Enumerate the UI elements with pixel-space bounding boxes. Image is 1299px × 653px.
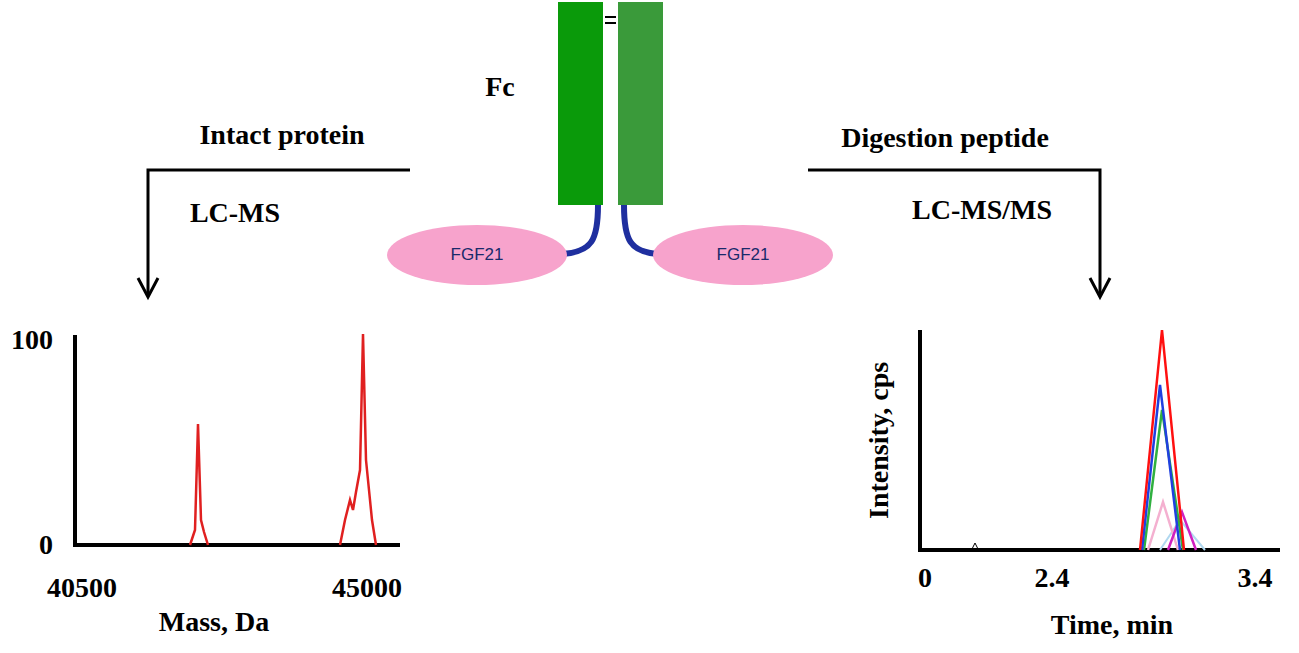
chromatogram-trace bbox=[1148, 502, 1178, 550]
text-label: 2.4 bbox=[1035, 563, 1070, 594]
chromatogram-trace bbox=[1140, 330, 1184, 550]
flow-arrow bbox=[148, 170, 410, 296]
text-label: LC-MS bbox=[190, 198, 280, 229]
text-label: Mass, Da bbox=[159, 607, 269, 638]
text-label: Intact protein bbox=[199, 120, 364, 151]
text-label: 40500 bbox=[47, 573, 117, 604]
fc-chain bbox=[558, 2, 603, 205]
text-label: Digestion peptide bbox=[841, 123, 1049, 154]
text-label: LC-MS/MS bbox=[912, 195, 1052, 226]
domain-label: FGF21 bbox=[717, 245, 770, 265]
spectrum-peak bbox=[340, 334, 376, 545]
text-label: Intensity, cps bbox=[865, 361, 896, 518]
disulfide-bond bbox=[605, 16, 616, 18]
fc-chain bbox=[618, 2, 663, 205]
text-label: Fc bbox=[485, 72, 515, 103]
linker bbox=[562, 205, 598, 254]
small-peak bbox=[972, 543, 978, 549]
linker bbox=[624, 205, 658, 254]
chart-axis bbox=[920, 330, 1280, 550]
arrow-head bbox=[138, 278, 158, 297]
text-label: 0 bbox=[918, 563, 932, 594]
text-label: 0 bbox=[39, 530, 53, 561]
spectrum-peak bbox=[190, 424, 208, 545]
arrow-head bbox=[1090, 278, 1110, 297]
text-label: Time, min bbox=[1051, 610, 1173, 641]
chart-axis bbox=[75, 335, 400, 545]
text-label: 3.4 bbox=[1238, 563, 1273, 594]
disulfide-bond bbox=[605, 22, 616, 24]
text-label: 100 bbox=[11, 325, 53, 356]
protein-domain: FGF21 bbox=[653, 225, 833, 285]
flow-arrow bbox=[808, 170, 1100, 296]
protein-domain: FGF21 bbox=[387, 225, 567, 285]
text-label: 45000 bbox=[332, 573, 402, 604]
domain-label: FGF21 bbox=[451, 245, 504, 265]
